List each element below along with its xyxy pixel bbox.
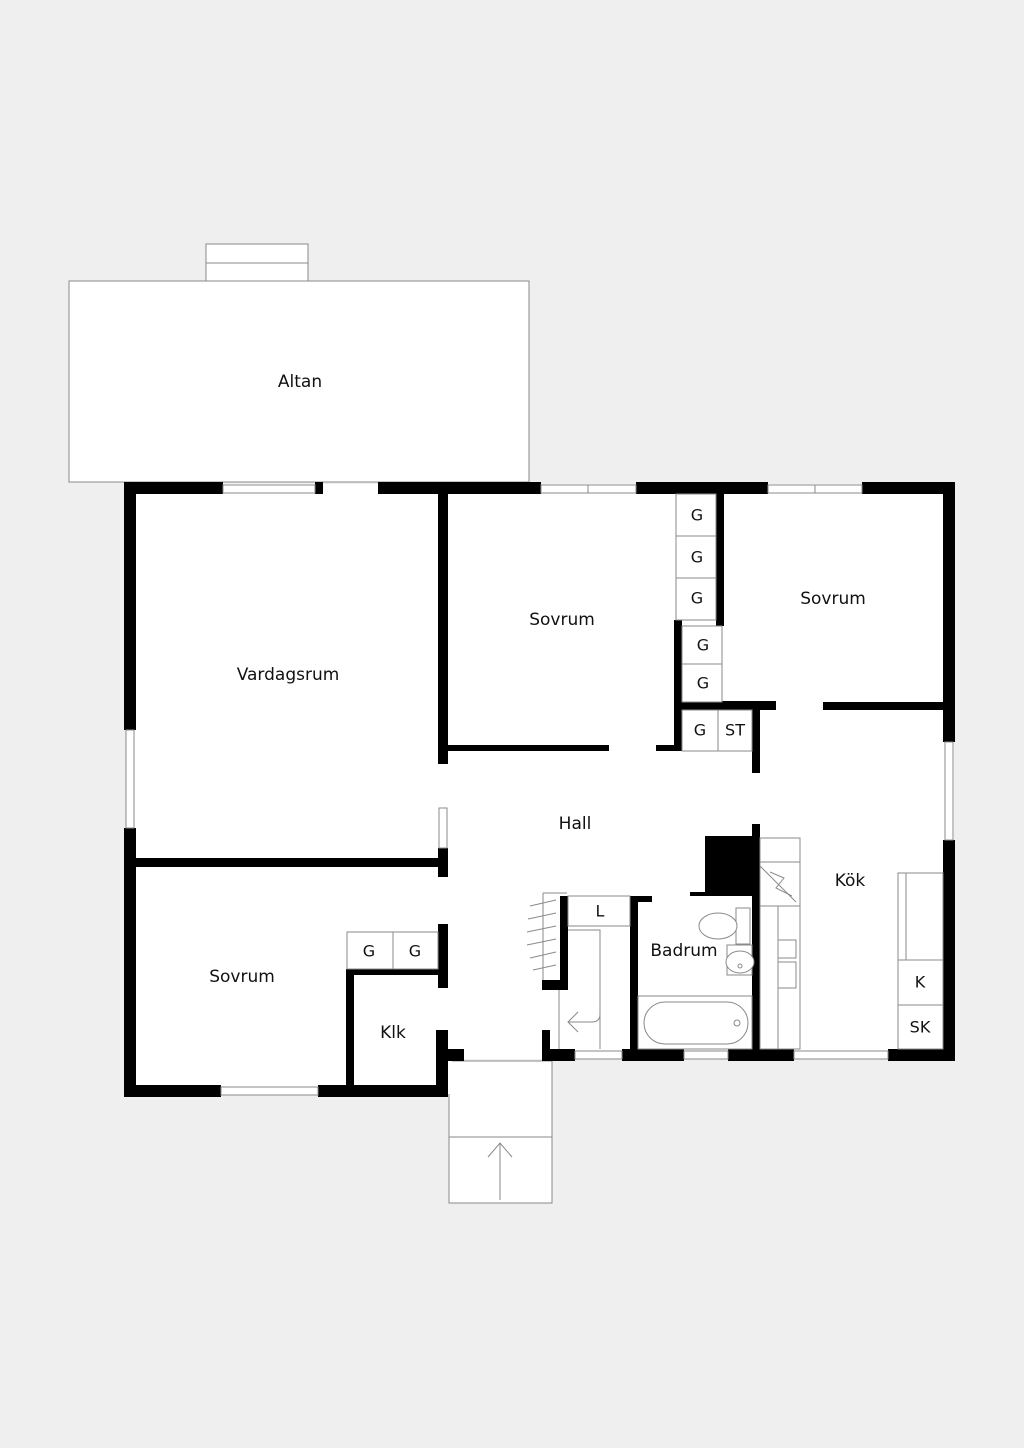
wardrobe-label: G xyxy=(691,506,703,525)
entrance-steps xyxy=(448,1060,553,1204)
room-label-hall: Hall xyxy=(559,814,592,834)
wardrobe-label: G xyxy=(363,942,375,961)
room-label-sovrum-1: Sovrum xyxy=(529,610,595,630)
wardrobe-label: G xyxy=(694,721,706,740)
wardrobe-label: G xyxy=(691,548,703,567)
room-label-klk: Klk xyxy=(380,1023,406,1043)
altan-deck xyxy=(68,243,530,483)
wardrobe-label: G xyxy=(697,674,709,693)
room-label-sovrum-2: Sovrum xyxy=(800,589,866,609)
wardrobe-label: G xyxy=(697,636,709,655)
room-label-vardagsrum: Vardagsrum xyxy=(237,665,340,685)
room-label-badrum: Badrum xyxy=(650,941,717,961)
interior-walls xyxy=(136,494,945,1085)
bathroom-fixtures xyxy=(637,907,755,1050)
room-label-altan: Altan xyxy=(278,372,322,392)
wardrobe-label: G xyxy=(691,589,703,608)
storage-label-l: L xyxy=(596,902,605,921)
room-label-sovrum-3: Sovrum xyxy=(209,967,275,987)
exterior-walls xyxy=(124,482,955,1097)
storage-label-st: ST xyxy=(725,721,745,740)
hall-fittings xyxy=(526,892,601,1049)
house-floor xyxy=(126,484,954,1094)
appliance-label-sk: SK xyxy=(910,1018,931,1037)
wardrobes xyxy=(346,493,753,970)
kitchen-fixtures xyxy=(759,837,944,1050)
room-label-kok: Kök xyxy=(835,871,866,891)
wardrobe-label: G xyxy=(409,942,421,961)
windows xyxy=(125,484,954,1096)
appliance-label-k: K xyxy=(915,973,926,992)
